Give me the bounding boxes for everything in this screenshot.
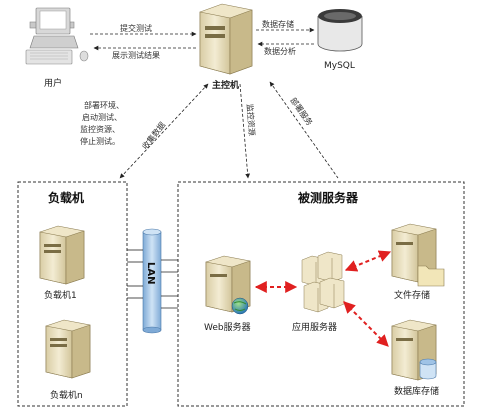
server-icon [39, 225, 85, 285]
web-label: Web服务器 [204, 321, 251, 333]
load-group-frame [17, 181, 128, 407]
edge-collect [119, 83, 209, 179]
edge-collect-label: 收集数据 [140, 120, 168, 151]
user-computer-icon [25, 7, 89, 65]
database-icon [317, 9, 363, 52]
server-icon [301, 251, 345, 313]
edge-deploy [269, 81, 339, 179]
tested-group-title: 被测服务器 [298, 190, 359, 205]
edge-monitor-label: 监控资源 [245, 103, 257, 136]
edge-deploy-label: 部署服务 [288, 95, 315, 127]
db-label: 数据库存储 [394, 385, 439, 397]
action-note-line: 停止测试。 [80, 136, 120, 146]
file-label: 文件存储 [394, 289, 430, 301]
edge-show-label: 展示测试结果 [112, 50, 160, 60]
action-note-line: 监控资源、 [80, 124, 120, 134]
database-icon [419, 358, 437, 380]
globe-icon [231, 297, 249, 315]
mysql-label: MySQL [324, 61, 355, 71]
master-server-icon [199, 3, 253, 75]
edge-submit-label: 提交测试 [120, 23, 152, 33]
edge-app-db [343, 301, 389, 347]
folder-icon [417, 265, 445, 287]
server-icon [45, 319, 91, 379]
user-label: 用户 [44, 77, 62, 89]
master-label: 主控机 [212, 79, 239, 91]
lan-cylinder [142, 228, 162, 334]
app-label: 应用服务器 [292, 321, 337, 333]
load-group-title: 负载机 [48, 190, 84, 205]
edge-store-label: 数据存储 [262, 19, 294, 29]
action-note-line: 启动测试、 [82, 112, 122, 122]
load1-label: 负载机1 [44, 289, 77, 301]
edge-monitor [239, 83, 251, 179]
lan-label: LAN [145, 262, 156, 284]
edge-analyze-label: 数据分析 [264, 46, 296, 56]
loadn-label: 负载机n [50, 389, 83, 401]
action-note-line: 部署环境、 [84, 100, 124, 110]
edge-app-file [344, 250, 392, 272]
tested-group-frame [177, 181, 465, 407]
